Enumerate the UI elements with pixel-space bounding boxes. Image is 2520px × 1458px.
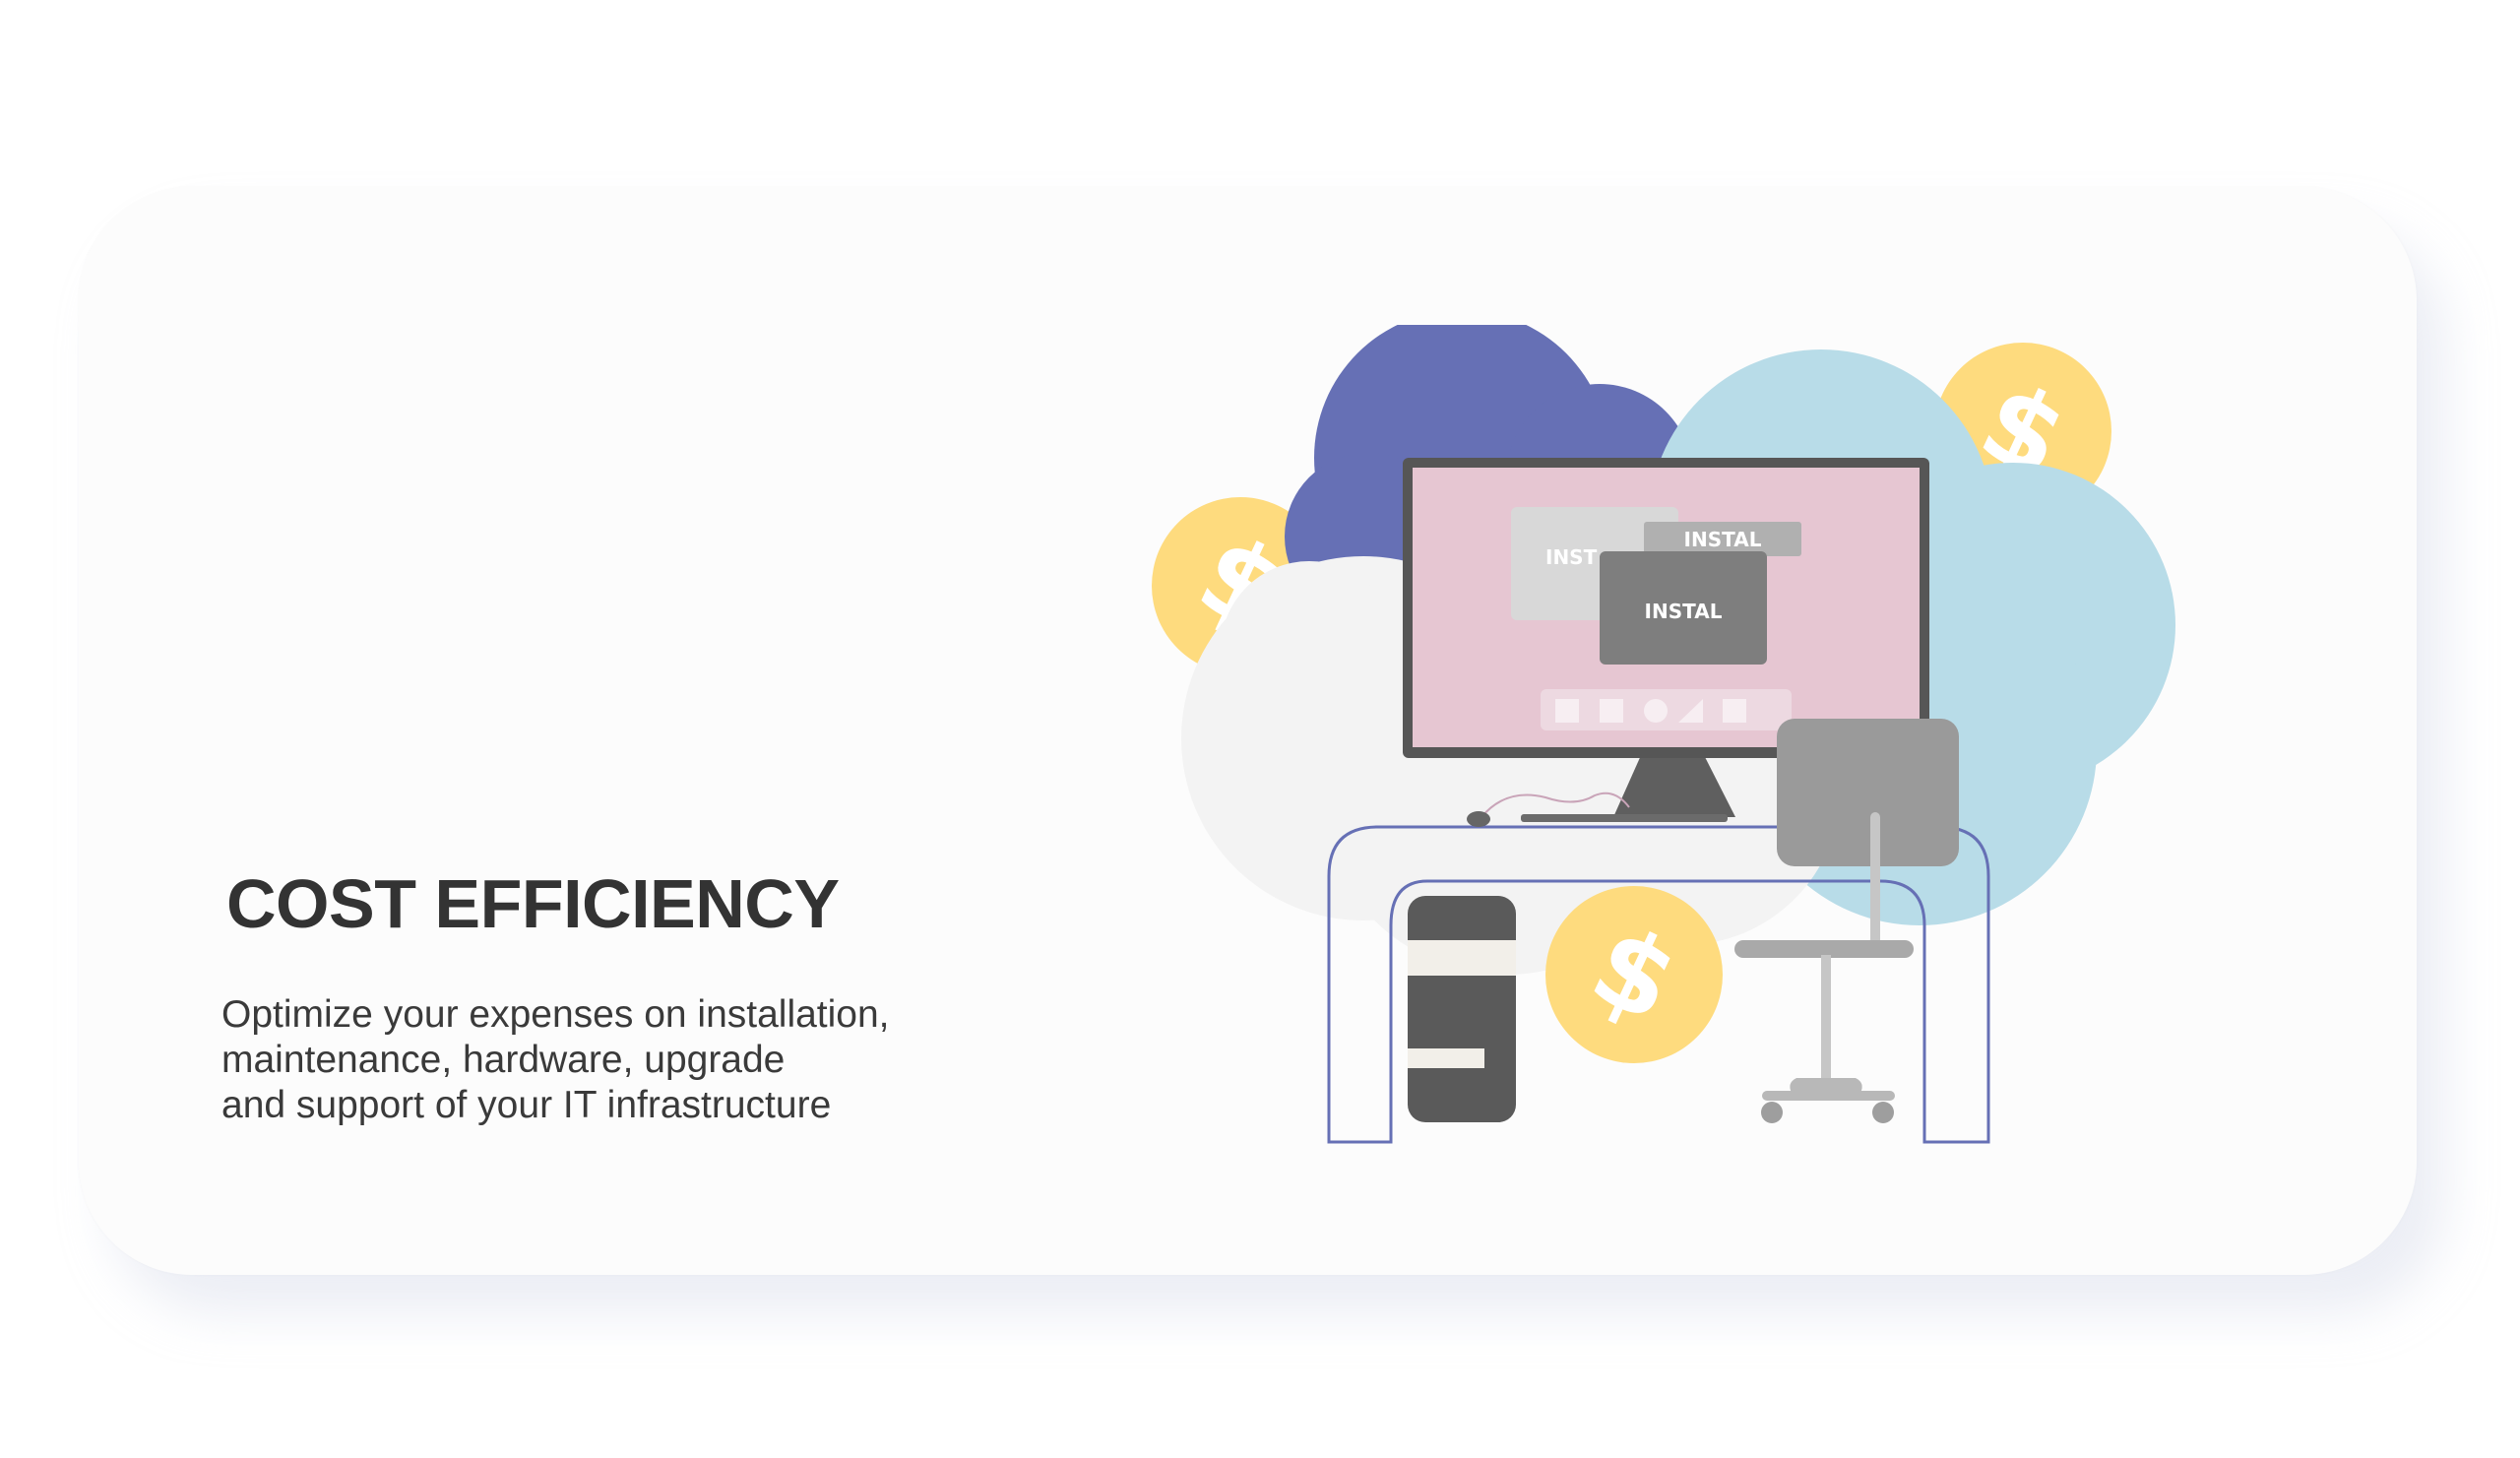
description-line-3: and support of your IT infrastructure bbox=[221, 1084, 832, 1126]
pc-tower bbox=[1408, 896, 1516, 1122]
chair bbox=[1734, 719, 1959, 1123]
monitor: INST INSTAL INSTAL bbox=[1403, 458, 1929, 822]
workstation-illustration: $ $ $ bbox=[1152, 325, 2175, 1144]
coin-icon-bottom: $ bbox=[1545, 886, 1723, 1063]
description-line-2: maintenance, hardware, upgrade bbox=[221, 1039, 786, 1081]
feature-title: COST EFFICIENCY bbox=[226, 865, 840, 942]
svg-text:INSTAL: INSTAL bbox=[1645, 600, 1723, 623]
desk bbox=[1327, 825, 1990, 1144]
svg-text:INST: INST bbox=[1545, 545, 1598, 569]
feature-description: Optimize your expenses on installation, … bbox=[221, 992, 890, 1128]
mouse-icon bbox=[1467, 792, 1630, 827]
description-line-1: Optimize your expenses on installation, bbox=[221, 993, 890, 1036]
svg-text:INSTAL: INSTAL bbox=[1684, 528, 1762, 551]
